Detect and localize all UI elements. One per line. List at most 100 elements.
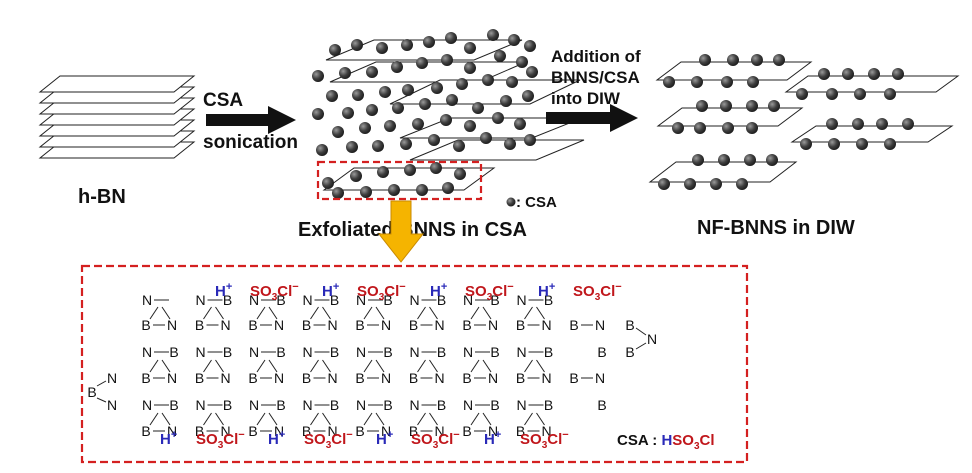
proton-charge: + (279, 429, 285, 441)
atom-boron: B (409, 423, 418, 439)
csa-dot (766, 154, 778, 166)
atom-nitrogen: N (381, 370, 391, 386)
atom-boron: B (490, 292, 499, 308)
csa-dot (379, 86, 391, 98)
atom-nitrogen: N (409, 292, 419, 308)
csa-key-h: H (661, 432, 672, 449)
anion-so: SO (465, 283, 487, 300)
csa-dot (892, 68, 904, 80)
bond (524, 359, 533, 373)
bond (310, 306, 319, 320)
atom-boron: B (330, 344, 339, 360)
csa-dot (506, 76, 518, 88)
bond (268, 306, 278, 320)
csa-dot (672, 122, 684, 134)
atom-boron: B (409, 317, 418, 333)
atom-boron: B (302, 423, 311, 439)
anion-cl: Cl (438, 431, 453, 448)
atom-nitrogen: N (167, 370, 177, 386)
csa-dot (852, 118, 864, 130)
csa-key-cl: Cl (700, 432, 715, 449)
atom-nitrogen: N (195, 344, 205, 360)
csa-dot (854, 88, 866, 100)
atom-nitrogen: N (302, 292, 312, 308)
anion-cl: Cl (331, 431, 346, 448)
csa-dot (818, 68, 830, 80)
csa-dot (694, 122, 706, 134)
bond (536, 359, 545, 373)
bond (375, 306, 385, 320)
atom-nitrogen: N (434, 370, 444, 386)
atom-nitrogen: N (327, 423, 337, 439)
atom-boron: B (276, 397, 285, 413)
bond (215, 306, 224, 320)
bn-sheet (38, 75, 196, 93)
proton-label: H+ (322, 281, 339, 300)
bond (322, 306, 331, 320)
atom-boron: B (544, 397, 553, 413)
csa-dot (464, 42, 476, 54)
csa-dot (722, 122, 734, 134)
atom-boron: B (355, 423, 364, 439)
csa-dot (352, 89, 364, 101)
csa-dot (826, 88, 838, 100)
csa-dot (431, 82, 443, 94)
atom-boron: B (383, 344, 392, 360)
bond (429, 359, 438, 373)
csa-dot (329, 44, 341, 56)
atom-boron: B (437, 344, 446, 360)
atom-boron: B (355, 370, 364, 386)
atom-nitrogen: N (142, 292, 152, 308)
csa-dot (902, 118, 914, 130)
anion-charge: − (453, 429, 459, 441)
csa-dot (856, 138, 868, 150)
atom-boron: B (302, 317, 311, 333)
csa-dot (351, 39, 363, 51)
atom-nitrogen: N (541, 370, 551, 386)
step2-label-line3: into DIW (551, 89, 621, 108)
csa-dot (768, 100, 780, 112)
anion-charge: − (399, 281, 405, 293)
csa-dot (359, 122, 371, 134)
proton-charge: + (171, 429, 177, 441)
atom-boron: B (569, 370, 578, 386)
atom-boron: B (569, 317, 578, 333)
csa-dot (751, 54, 763, 66)
csa-dot (453, 140, 465, 152)
atom-nitrogen: N (595, 370, 605, 386)
csa-dot (699, 54, 711, 66)
atom-nitrogen: N (327, 317, 337, 333)
particle-dot-icon (506, 197, 516, 207)
atom-nitrogen: N (516, 292, 526, 308)
atom-nitrogen: N (249, 397, 259, 413)
proton-symbol: H (376, 431, 387, 448)
csa-dot (416, 184, 428, 196)
anion-label: SO3Cl− (465, 281, 514, 303)
anion-sub: 3 (272, 292, 278, 303)
atom-boron: B (409, 370, 418, 386)
bn-sheet (655, 61, 813, 81)
csa-dot (736, 178, 748, 190)
down-arrow-icon (377, 200, 425, 263)
anion-cl: Cl (547, 431, 562, 448)
proton-symbol: H (322, 283, 333, 300)
csa-dot (658, 178, 670, 190)
csa-dot (727, 54, 739, 66)
csa-dot (404, 164, 416, 176)
anion-sub: 3 (326, 440, 332, 451)
hbn-label: h-BN (78, 186, 126, 208)
bond (536, 412, 545, 426)
csa-dot (366, 104, 378, 116)
csa-dot (526, 66, 538, 78)
bn-sheet (648, 161, 798, 183)
atom-boron: B (462, 317, 471, 333)
csa-dot (332, 187, 344, 199)
csa-dot (400, 138, 412, 150)
bond (322, 359, 331, 373)
csa-dot (524, 134, 536, 146)
atom-nitrogen: N (142, 344, 152, 360)
csa-dot (691, 76, 703, 88)
csa-dot (718, 154, 730, 166)
csa-dot (441, 54, 453, 66)
